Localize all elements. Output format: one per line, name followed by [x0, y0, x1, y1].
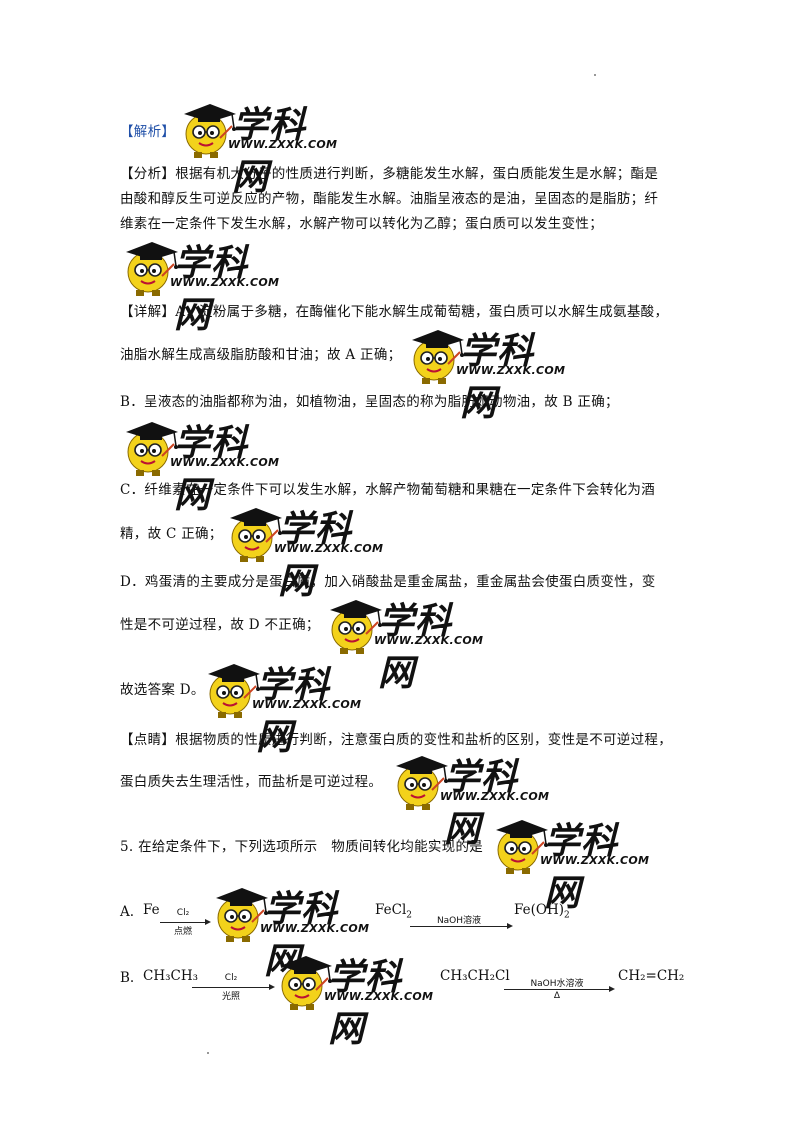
watermark-url: WWW.ZXXK.COM	[324, 990, 434, 1003]
watermark-title: 学科网	[174, 423, 249, 516]
option-a-arrow-2: NaOH溶液	[410, 913, 514, 935]
option-b-arrow-1: Cl₂ 光照	[192, 973, 275, 1003]
watermark-url: WWW.ZXXK.COM	[440, 790, 550, 803]
zxxk-watermark-logo: 学科网 WWW.ZXXK.COM	[326, 592, 486, 694]
xiangjie-line-1: 【详解】A．淀粉属于多糖，在酶催化下能水解生成葡萄糖，蛋白质可以水解生成氨基酸，	[120, 304, 669, 320]
option-b-label: B.	[120, 970, 135, 986]
watermark-title: 学科网	[444, 757, 519, 850]
scan-dot	[594, 74, 596, 76]
mascot-icon	[216, 888, 268, 942]
dianjing-line-2: 蛋白质失去生理活性，而盐析是可逆过程。	[120, 774, 383, 790]
arrow-reagent: NaOH溶液	[436, 916, 482, 926]
option-c-line-2: 精，故 C 正确；	[120, 526, 223, 542]
zxxk-watermark-logo: 学科网 WWW.ZXXK.COM	[392, 748, 552, 850]
mascot-icon	[330, 600, 382, 654]
formula-subscript: 2	[406, 910, 412, 921]
arrow-head	[507, 923, 513, 929]
arrow-head	[609, 986, 615, 992]
arrow-shaft	[504, 989, 610, 990]
arrow-shaft	[410, 926, 508, 927]
zxxk-watermark-logo: 学科网 WWW.ZXXK.COM	[204, 656, 364, 758]
option-b-product: CH₂=CH₂	[618, 968, 685, 984]
arrow-condition: 点燃	[173, 927, 192, 937]
zxxk-watermark-logo: 学科网 WWW.ZXXK.COM	[492, 812, 652, 914]
watermark-url: WWW.ZXXK.COM	[170, 456, 280, 469]
fenxi-line-1: 【分析】根据有机大分子的性质进行判断，多糖能发生水解，蛋白质能发生是水解；酯是	[120, 166, 659, 182]
xiangjie-line-2: 油脂水解生成高级脂肪酸和甘油；故 A 正确；	[120, 347, 402, 363]
watermark-title: 学科网	[256, 665, 331, 758]
arrow-condition: Δ	[553, 991, 561, 1001]
formula-subscript: 2	[564, 910, 570, 921]
watermark-title: 学科网	[174, 243, 249, 336]
option-a-start: Fe	[143, 902, 160, 918]
watermark-title: 学科网	[232, 105, 307, 198]
fenxi-line-2: 由酸和醇反生可逆反应的产物，酯能发生水解。油脂呈液态的是油，呈固态的是脂肪；纤	[120, 191, 659, 207]
mascot-icon	[230, 508, 282, 562]
zxxk-watermark-logo: 学科网 WWW.ZXXK.COM	[226, 500, 386, 602]
watermark-title: 学科网	[544, 821, 619, 914]
mascot-icon	[208, 664, 260, 718]
formula-main: FeCl	[375, 902, 407, 918]
option-d-line-2: 性是不可逆过程，故 D 不正确；	[120, 617, 320, 633]
watermark-url: WWW.ZXXK.COM	[228, 138, 338, 151]
zxxk-watermark-logo: 学科网 WWW.ZXXK.COM	[408, 322, 568, 424]
fenxi-line-3: 维素在一定条件下发生水解，水解产物可以转化为乙醇；蛋白质可以发生变性；	[120, 216, 603, 232]
option-b-arrow-2: NaOH水溶液 Δ	[504, 976, 615, 1006]
watermark-title: 学科网	[328, 957, 403, 1050]
option-b-explanation: B．呈液态的油脂都称为油，如植物油，呈固态的称为脂肪如动物油，故 B 正确；	[120, 394, 619, 410]
watermark-url: WWW.ZXXK.COM	[540, 854, 650, 867]
watermark-url: WWW.ZXXK.COM	[170, 276, 280, 289]
arrow-condition: 光照	[221, 992, 240, 1002]
formula-main: Fe(OH)	[514, 902, 564, 918]
arrow-shaft	[160, 922, 206, 923]
scan-dot	[207, 1052, 209, 1054]
watermark-url: WWW.ZXXK.COM	[456, 364, 566, 377]
arrow-reagent: Cl₂	[176, 908, 190, 918]
option-a-label: A.	[120, 904, 135, 920]
mascot-icon	[412, 330, 464, 384]
dianjing-line-1: 【点睛】根据物质的性质进行判断，注意蛋白质的变性和盐析的区别，变性是不可逆过程，	[120, 732, 672, 748]
option-b-start: CH₃CH₃	[143, 968, 199, 984]
arrow-reagent: Cl₂	[224, 973, 238, 983]
option-d-line-1: D．鸡蛋清的主要成分是蛋白质，加入硝酸盐是重金属盐，重金属盐会使蛋白质变性，变	[120, 574, 656, 590]
option-a-arrow-1: Cl₂ 点燃	[160, 908, 211, 937]
mascot-icon	[496, 820, 548, 874]
watermark-url: WWW.ZXXK.COM	[374, 634, 484, 647]
arrow-head	[205, 919, 211, 925]
watermark-url: WWW.ZXXK.COM	[252, 698, 362, 711]
watermark-title: 学科网	[460, 331, 535, 424]
watermark-url: WWW.ZXXK.COM	[260, 922, 370, 935]
zxxk-watermark-logo: 学科网 WWW.ZXXK.COM	[122, 234, 282, 336]
zxxk-watermark-logo: 学科网 WWW.ZXXK.COM	[276, 948, 436, 1050]
watermark-title: 学科网	[378, 601, 453, 694]
final-answer: 故选答案 D。	[120, 682, 205, 698]
option-a-intermediate: FeCl2	[375, 902, 412, 921]
mascot-icon	[126, 422, 178, 476]
question-5-stem: 5. 在给定条件下，下列选项所示 物质间转化均能实现的是	[120, 839, 484, 855]
mascot-icon	[184, 104, 236, 158]
analysis-heading: 【解析】	[120, 124, 176, 140]
option-c-line-1: C．纤维素在一定条件下可以发生水解，水解产物葡萄糖和果糖在一定条件下会转化为酒	[120, 482, 656, 498]
arrow-head	[269, 984, 275, 990]
option-b-intermediate: CH₃CH₂Cl	[440, 968, 510, 984]
mascot-icon	[126, 242, 178, 296]
zxxk-watermark-logo: 学科网 WWW.ZXXK.COM	[180, 96, 340, 198]
watermark-url: WWW.ZXXK.COM	[274, 542, 384, 555]
arrow-reagent: NaOH水溶液	[530, 979, 584, 989]
mascot-icon	[280, 956, 332, 1010]
zxxk-watermark-logo: 学科网 WWW.ZXXK.COM	[122, 414, 282, 516]
option-a-product: Fe(OH)2	[514, 902, 570, 921]
watermark-title: 学科网	[278, 509, 353, 602]
arrow-shaft	[192, 987, 270, 988]
zxxk-watermark-logo: 学科网 WWW.ZXXK.COM	[212, 880, 372, 982]
mascot-icon	[396, 756, 448, 810]
